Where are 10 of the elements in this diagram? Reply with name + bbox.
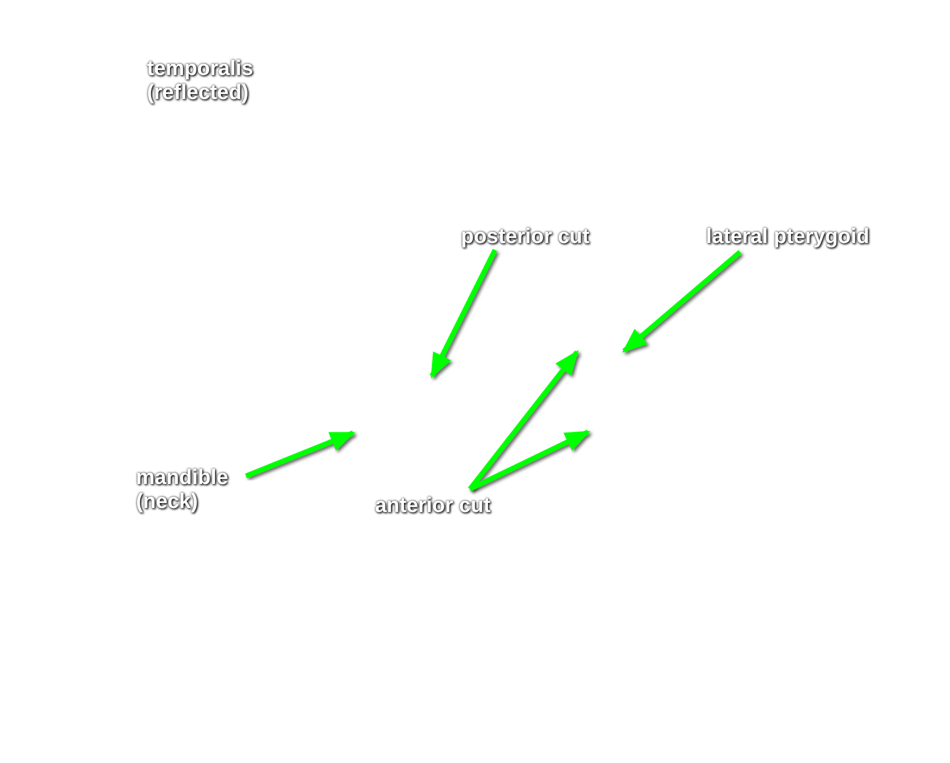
leader-arrow <box>245 430 356 478</box>
structure-label: anterior cut <box>375 494 520 518</box>
leader-arrow <box>468 350 579 491</box>
leader-arrow <box>622 250 742 353</box>
structure-label: lateral pterygoid <box>706 225 906 249</box>
structure-label: posterior cut <box>461 225 621 249</box>
leader-arrow <box>468 430 590 492</box>
leader-arrow <box>430 248 498 378</box>
structure-label: mandible (neck) <box>136 466 248 514</box>
structure-label: temporalis (reflected) <box>147 57 256 105</box>
